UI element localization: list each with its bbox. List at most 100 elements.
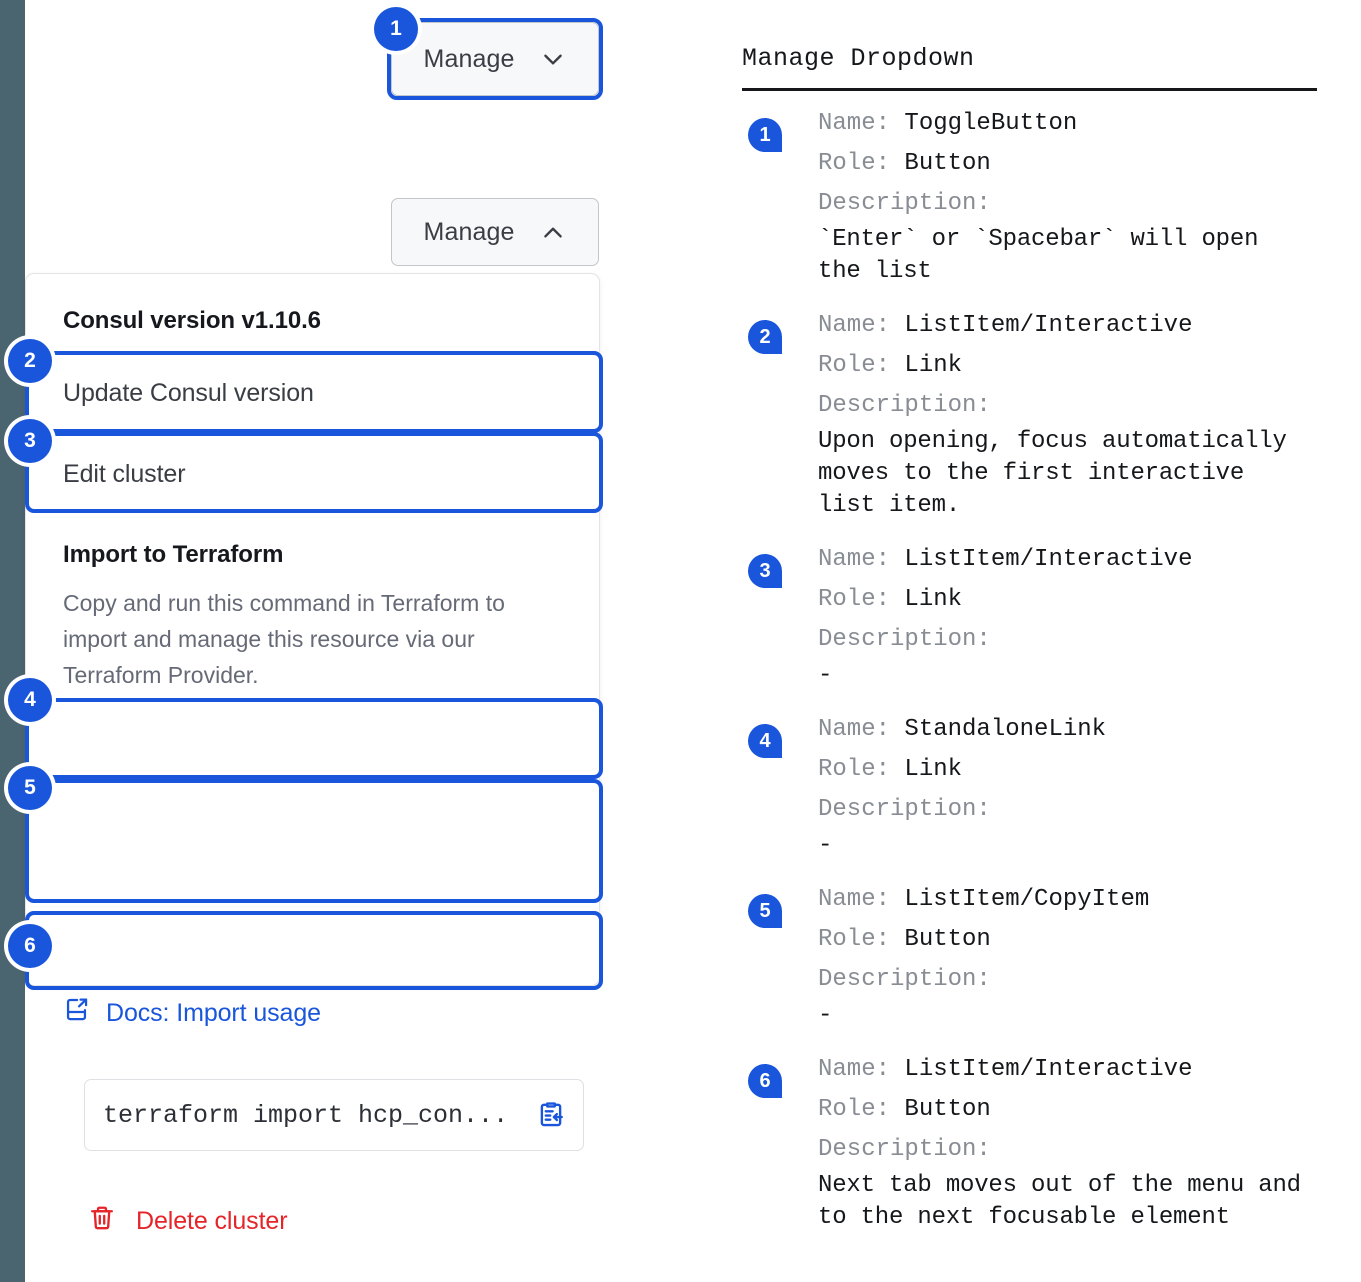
legend-role-label: Role: (818, 150, 905, 177)
legend-pin-badge: 5 (746, 892, 790, 936)
delete-cluster-item[interactable]: Delete cluster (88, 1204, 288, 1239)
manage-dropdown-menu: Consul version v1.10.6 Update Consul ver… (25, 273, 600, 1235)
legend-description-value: - (818, 832, 833, 859)
docs-import-usage-label: Docs: Import usage (106, 998, 321, 1027)
legend-role-label: Role: (818, 756, 905, 783)
legend-name: Name: ToggleButton (818, 104, 1342, 144)
legend-role: Role: Link (818, 346, 1342, 386)
legend-pin-badge: 1 (746, 116, 790, 160)
legend-rule (742, 88, 1317, 91)
legend-name-label: Name: (818, 886, 905, 913)
legend-name: Name: StandaloneLink (818, 710, 1342, 750)
docs-import-usage-link[interactable]: Docs: Import usage (63, 996, 321, 1030)
legend-description-value: Upon opening, focus automatically moves … (818, 428, 1287, 519)
legend-description-label: Description: (818, 392, 991, 419)
legend-pin-badge: 3 (746, 552, 790, 596)
annotation-badge-4: 4 (8, 678, 52, 722)
manage-toggle-button-closed[interactable]: Manage (391, 22, 599, 96)
legend-description-label: Description: (818, 626, 991, 653)
clipboard-copy-icon (536, 1099, 566, 1132)
legend-name: Name: ListItem/Interactive (818, 306, 1342, 346)
legend-description-label: Description: (818, 796, 991, 823)
legend-name-value: ToggleButton (904, 110, 1078, 137)
legend-pin-number: 3 (759, 559, 771, 582)
legend-role-label: Role: (818, 586, 905, 613)
dropdown-demo-pane: Manage Manage Consul version v1.10.6 Upd… (8, 7, 603, 1235)
annotation-badge-3: 3 (8, 419, 52, 463)
pin-shape-icon (748, 894, 782, 928)
legend-role-label: Role: (818, 352, 905, 379)
legend-role-value: Button (904, 1096, 991, 1123)
legend-role-value: Button (904, 150, 991, 177)
legend-name-value: ListItem/Interactive (904, 312, 1193, 339)
legend-role: Role: Link (818, 580, 1342, 620)
legend-name-label: Name: (818, 312, 905, 339)
legend-role: Role: Link (818, 750, 1342, 790)
legend-role-value: Link (904, 352, 963, 379)
legend-name: Name: ListItem/Interactive (818, 1050, 1342, 1090)
import-to-terraform-heading: Import to Terraform (63, 541, 284, 568)
legend-description-label: Description: (818, 966, 991, 993)
annotation-badge-6: 6 (8, 924, 52, 968)
manage-toggle-label-closed: Manage (423, 44, 515, 73)
legend-role-label: Role: (818, 926, 905, 953)
legend-name-label: Name: (818, 716, 905, 743)
legend-pin-number: 2 (759, 325, 771, 348)
trash-icon (88, 1204, 116, 1239)
legend-role-value: Button (904, 926, 991, 953)
legend-role: Role: Button (818, 1090, 1342, 1130)
manage-toggle-button-open[interactable]: Manage (391, 198, 599, 266)
legend-name-label: Name: (818, 546, 905, 573)
legend-name-value: ListItem/CopyItem (904, 886, 1150, 913)
left-rail (0, 0, 25, 1282)
legend-pin-number: 4 (759, 729, 771, 752)
legend-name-value: ListItem/Interactive (904, 546, 1193, 573)
legend-name-value: StandaloneLink (904, 716, 1107, 743)
legend-name-label: Name: (818, 1056, 905, 1083)
legend-title: Manage Dropdown (742, 44, 975, 73)
copy-command-button[interactable] (535, 1099, 567, 1131)
legend-description-value: - (818, 662, 833, 689)
legend-pin-number: 1 (759, 123, 771, 146)
legend-role-value: Link (904, 586, 963, 613)
terraform-command-field[interactable]: terraform import hcp_con... (84, 1079, 584, 1151)
menu-item-edit-cluster[interactable]: Edit cluster (63, 460, 186, 488)
annotation-badge-5: 5 (8, 766, 52, 810)
legend-name-label: Name: (818, 110, 905, 137)
legend-pin-badge: 6 (746, 1062, 790, 1106)
delete-cluster-label: Delete cluster (136, 1207, 288, 1235)
menu-divider (38, 512, 589, 513)
legend-description-label: Description: (818, 190, 991, 217)
legend-role: Role: Button (818, 920, 1342, 960)
menu-item-update-consul-version[interactable]: Update Consul version (63, 379, 314, 407)
pin-shape-icon (748, 118, 782, 152)
legend-name: Name: ListItem/Interactive (818, 540, 1342, 580)
legend-pin-badge: 4 (746, 722, 790, 766)
legend-pin-number: 5 (759, 899, 771, 922)
pin-shape-icon (748, 1064, 782, 1098)
legend-pin-badge: 2 (746, 318, 790, 362)
legend-name: Name: ListItem/CopyItem (818, 880, 1342, 920)
annotation-badge-2: 2 (8, 339, 52, 383)
legend-description-value: - (818, 1002, 833, 1029)
legend-role-label: Role: (818, 1096, 905, 1123)
annotation-badge-1: 1 (374, 7, 418, 51)
pin-shape-icon (748, 320, 782, 354)
legend-description-label: Description: (818, 1136, 991, 1163)
legend-pin-number: 6 (759, 1069, 771, 1092)
legend-role-value: Link (904, 756, 963, 783)
pin-shape-icon (748, 554, 782, 588)
consul-version-heading: Consul version v1.10.6 (63, 307, 321, 334)
